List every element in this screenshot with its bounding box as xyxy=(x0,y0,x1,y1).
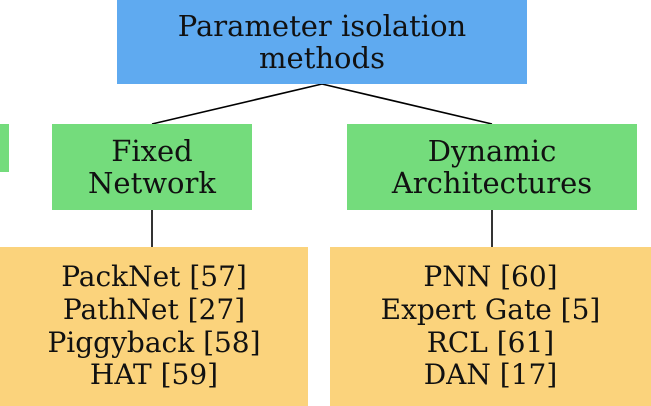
method-item-piggyback: Piggyback [58] xyxy=(47,325,261,359)
root-node-parameter-isolation-methods: Parameter isolation methods xyxy=(117,0,527,84)
category-label-line-2: Architectures xyxy=(391,166,593,200)
clipped-neighbor-node xyxy=(0,124,9,172)
method-list-dynamic-architectures: PNN [60] Expert Gate [5] RCL [61] DAN [1… xyxy=(330,247,651,406)
root-label-line-2: methods xyxy=(259,41,385,75)
category-node-dynamic-architectures: Dynamic Architectures xyxy=(347,124,637,210)
method-list-fixed-network: PackNet [57] PathNet [27] Piggyback [58]… xyxy=(0,247,308,406)
method-item-dan: DAN [17] xyxy=(423,358,558,392)
method-item-pathnet: PathNet [27] xyxy=(62,292,246,326)
method-item-pnn: PNN [60] xyxy=(423,260,558,293)
category-label-line-1: Fixed xyxy=(111,133,193,168)
root-label-line-1: Parameter isolation xyxy=(177,8,467,43)
category-label-line-2: Network xyxy=(88,166,216,200)
method-item-packnet: PackNet [57] xyxy=(61,260,247,293)
edge-root-to-dynamic-architectures xyxy=(321,83,493,125)
method-item-expert-gate: Expert Gate [5] xyxy=(380,292,601,326)
category-label-line-1: Dynamic xyxy=(427,133,557,168)
method-item-rcl: RCL [61] xyxy=(426,325,555,359)
method-item-hat: HAT [59] xyxy=(89,358,219,392)
category-node-fixed-network: Fixed Network xyxy=(52,124,252,210)
edge-root-to-fixed-network xyxy=(151,83,323,125)
